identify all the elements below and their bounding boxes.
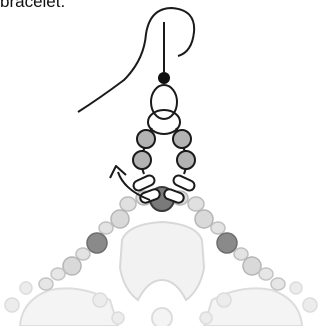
round-bead (110, 209, 130, 229)
faded-bead (216, 292, 232, 308)
round-bead (216, 232, 238, 254)
faded-bead (289, 281, 303, 295)
bracelet-right-arm (171, 190, 286, 291)
seed-bead (258, 267, 274, 281)
seed-bead-outline (139, 188, 161, 204)
bracelet-components (4, 220, 318, 326)
caption-text: bracelet. (0, 0, 66, 11)
wire-ball (158, 72, 170, 84)
right-component (202, 287, 304, 326)
curved-arrow-icon (109, 165, 151, 201)
seed-bead (233, 247, 249, 261)
seed-bead (75, 247, 91, 261)
seed-bead (98, 221, 114, 235)
dangle-bead (136, 129, 156, 149)
seed-bead (38, 277, 54, 291)
seed-bead (270, 277, 286, 291)
faded-bead (199, 311, 213, 325)
seed-bead (50, 267, 66, 281)
round-bead (62, 256, 82, 276)
jump-rings (147, 84, 181, 135)
faded-bead (92, 292, 108, 308)
dangle-beads (132, 129, 196, 170)
seed-bead (187, 196, 205, 212)
round-bead (86, 232, 108, 254)
dangle-bead (176, 150, 196, 170)
faded-bead (19, 281, 33, 295)
seed-bead-outline (163, 188, 185, 204)
round-bead (242, 256, 262, 276)
faded-bead (111, 311, 125, 325)
seed-bead-outline (132, 174, 156, 192)
dangle-bead (172, 129, 192, 149)
outlined-seed-beads (132, 174, 196, 204)
seed-bead (210, 221, 226, 235)
bottom-ring (151, 307, 173, 326)
bracelet-left-arm (38, 190, 153, 291)
seed-bead (119, 196, 137, 212)
round-bead (194, 209, 214, 229)
ear-wire-icon (77, 6, 196, 113)
dangle-bead (132, 150, 152, 170)
faded-bead (302, 297, 318, 313)
center-component (118, 220, 206, 302)
faded-bead (4, 297, 20, 313)
seed-bead-outline (172, 174, 196, 192)
